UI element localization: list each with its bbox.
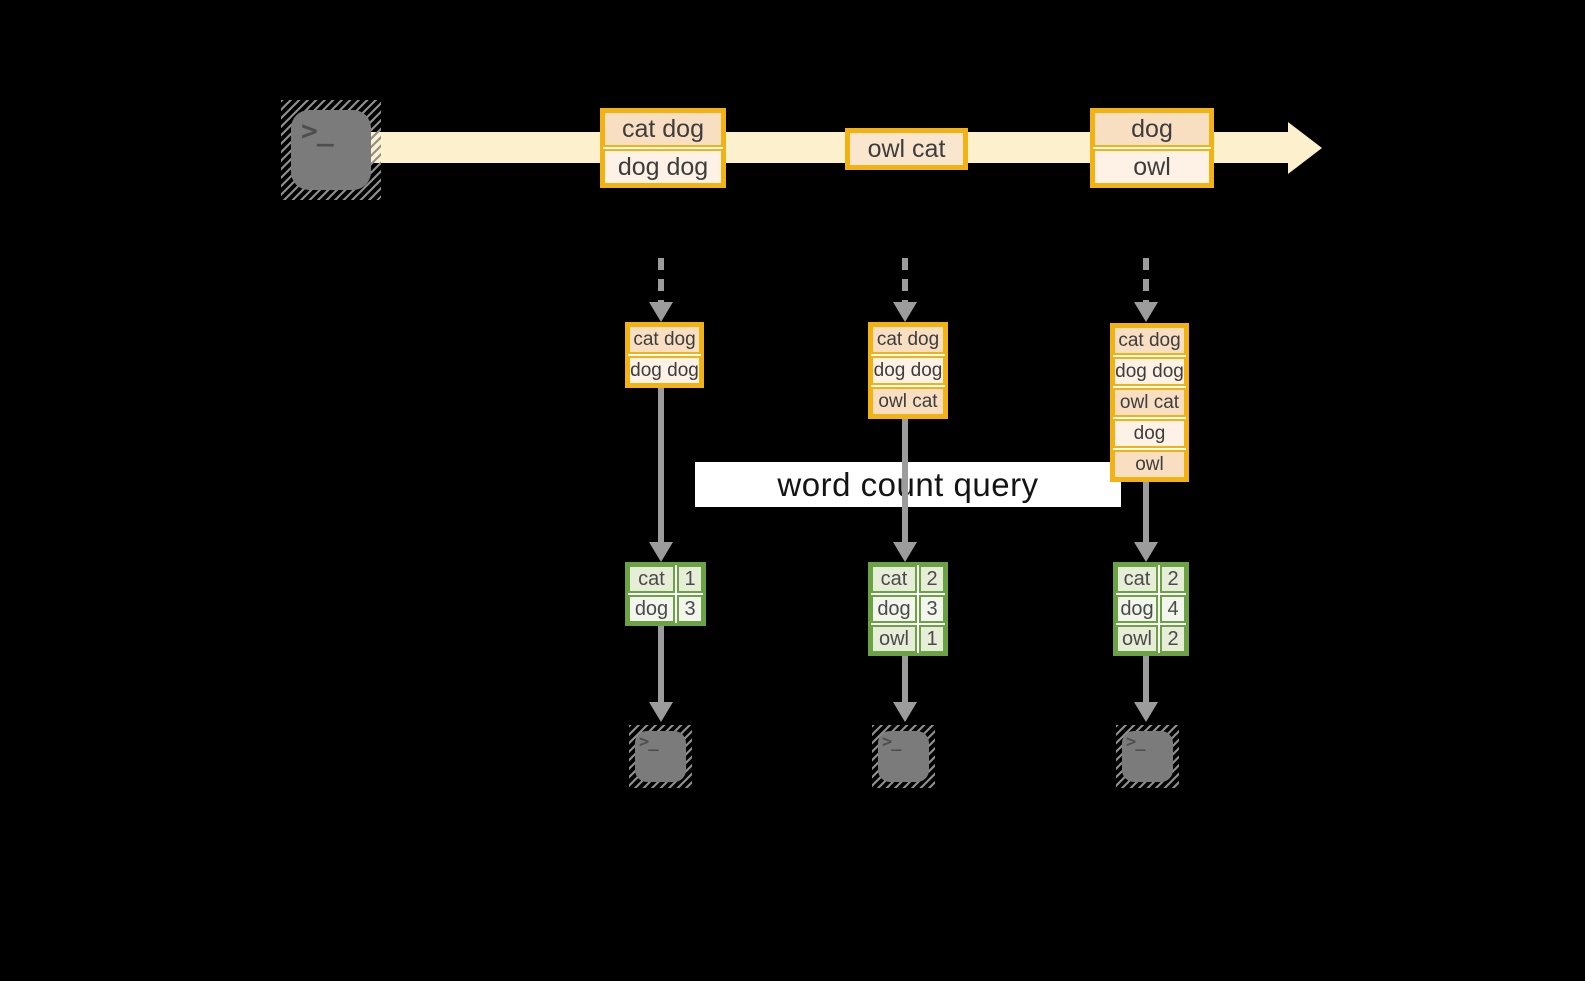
count-cell: 4 [1160, 595, 1186, 623]
dashed-arrow-head-icon [1134, 302, 1158, 322]
sink-terminal-icon-2: >_ [872, 725, 935, 788]
arrow-line [1143, 481, 1149, 542]
word-cell: owl [871, 625, 917, 653]
dashed-arrow-head-icon [893, 302, 917, 322]
event-line: dog [1093, 111, 1211, 147]
dashed-arrow-head-icon [649, 302, 673, 322]
word-cell: owl [1116, 625, 1158, 653]
stack-line: cat dog [871, 325, 945, 354]
word-cell: cat [871, 565, 917, 593]
arrow-head-icon [649, 702, 673, 722]
arrow-head-icon [649, 542, 673, 562]
prompt-glyph: >_ [639, 732, 659, 752]
dashed-arrow-line [658, 258, 664, 302]
snapshot-stack-2: cat dog dog dog owl cat [868, 322, 948, 419]
terminal-screen [1122, 731, 1173, 782]
stack-line: dog [1113, 419, 1186, 448]
timeline-event-3: dog owl [1090, 108, 1214, 188]
terminal-screen [291, 110, 371, 190]
count-table-1: cat 1 dog 3 [625, 562, 706, 626]
stack-line: owl [1113, 450, 1186, 479]
stack-line: dog dog [871, 356, 945, 385]
sink-terminal-icon-3: >_ [1116, 725, 1179, 788]
arrow-head-icon [1134, 542, 1158, 562]
snapshot-stack-1: cat dog dog dog [625, 322, 704, 388]
word-cell: cat [1116, 565, 1158, 593]
terminal-screen [635, 731, 686, 782]
arrow-line [658, 626, 664, 702]
sink-terminal-icon-1: >_ [629, 725, 692, 788]
event-line: owl [1093, 149, 1211, 185]
stack-line: owl cat [1113, 388, 1186, 417]
timeline-event-1: cat dog dog dog [600, 108, 726, 188]
prompt-glyph: >_ [301, 114, 334, 147]
count-cell: 2 [1160, 565, 1186, 593]
arrow-line [658, 386, 664, 542]
stack-line: dog dog [1113, 357, 1186, 386]
count-cell: 3 [677, 595, 703, 623]
arrow-head-icon [893, 702, 917, 722]
count-cell: 2 [919, 565, 945, 593]
stack-line: cat dog [1113, 326, 1186, 355]
word-cell: dog [1116, 595, 1158, 623]
word-cell: dog [628, 595, 675, 623]
source-terminal-icon: >_ [281, 100, 381, 200]
count-cell: 2 [1160, 625, 1186, 653]
prompt-glyph: >_ [1126, 732, 1146, 752]
terminal-screen [878, 731, 929, 782]
count-cell: 1 [677, 565, 703, 593]
word-cell: cat [628, 565, 675, 593]
event-line: cat dog [603, 111, 723, 147]
event-line: owl cat [848, 131, 965, 167]
timeline-arrowhead-icon [1288, 122, 1322, 174]
stack-line: dog dog [628, 356, 701, 385]
event-line: dog dog [603, 149, 723, 185]
dashed-arrow-line [902, 258, 908, 302]
arrow-head-icon [893, 542, 917, 562]
query-banner: word count query [695, 462, 1121, 507]
count-cell: 3 [919, 595, 945, 623]
arrow-line [902, 654, 908, 702]
arrow-line [902, 417, 908, 542]
stack-line: cat dog [628, 325, 701, 354]
arrow-head-icon [1134, 702, 1158, 722]
count-cell: 1 [919, 625, 945, 653]
timeline-event-2: owl cat [845, 128, 968, 170]
count-table-3: cat 2 dog 4 owl 2 [1113, 562, 1189, 656]
dashed-arrow-line [1143, 258, 1149, 302]
prompt-glyph: >_ [882, 732, 902, 752]
stack-line: owl cat [871, 387, 945, 416]
arrow-line [1143, 654, 1149, 702]
snapshot-stack-3: cat dog dog dog owl cat dog owl [1110, 323, 1189, 482]
count-table-2: cat 2 dog 3 owl 1 [868, 562, 948, 656]
word-cell: dog [871, 595, 917, 623]
